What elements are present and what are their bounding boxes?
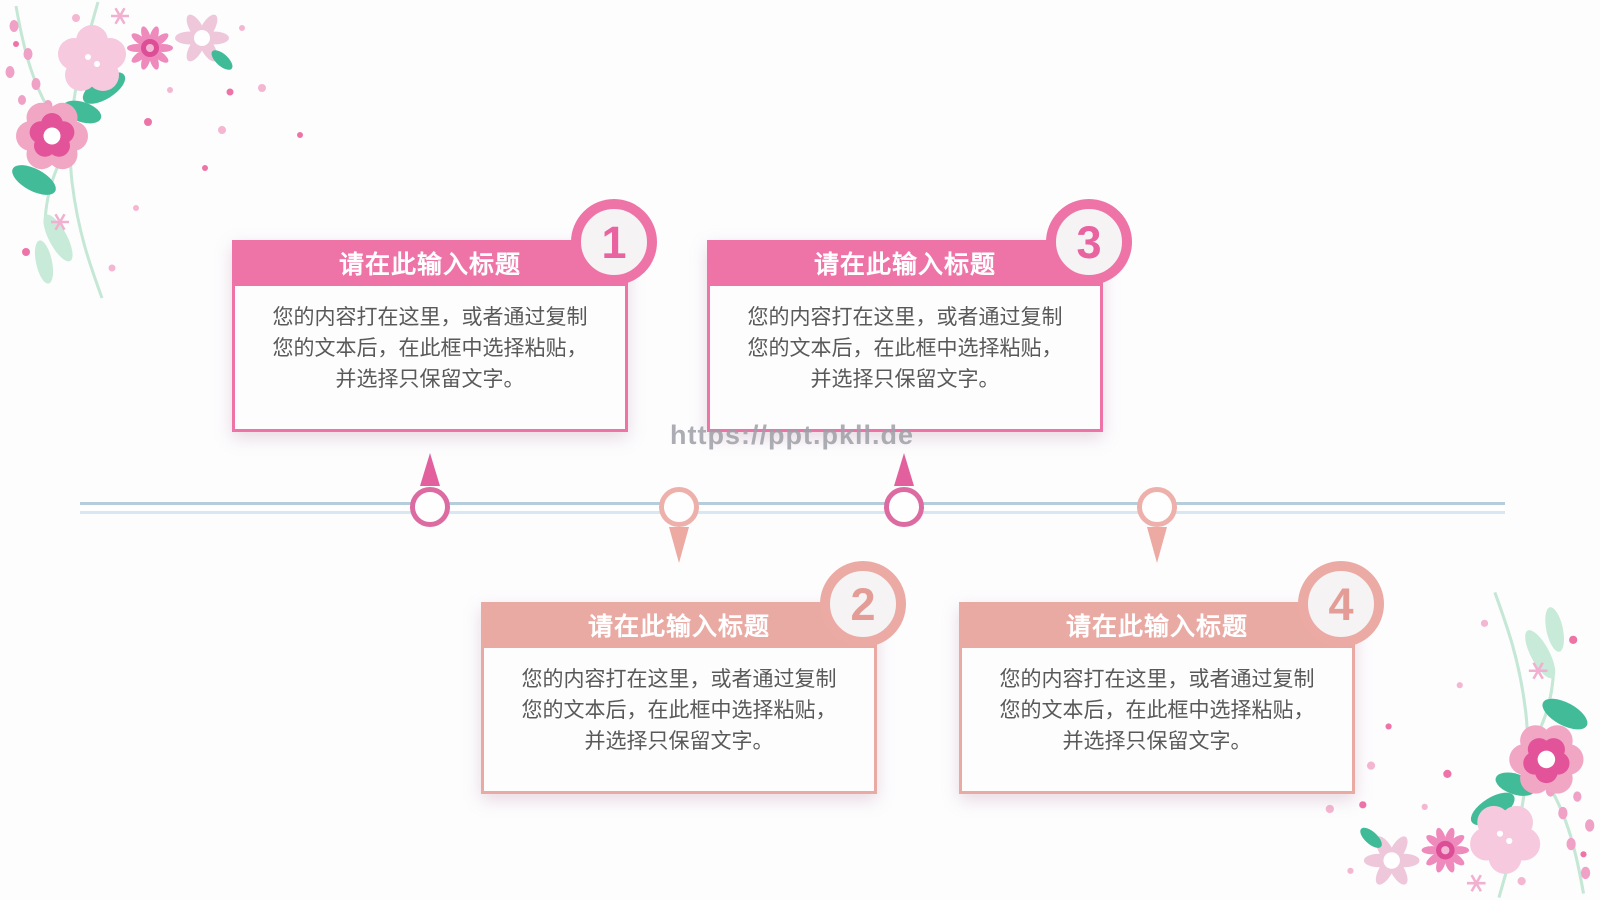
card-2-number: 2: [850, 578, 876, 630]
card-4-number-badge: 4: [1298, 561, 1384, 647]
card-4-title: 请在此输入标题: [1065, 613, 1248, 641]
card-4-title-bar[interactable]: 请在此输入标题: [959, 602, 1355, 648]
card-3-body-line-3: 并选择只保留文字。: [810, 368, 1000, 391]
card-3-number-badge: 3: [1046, 199, 1132, 285]
card-3-body[interactable]: 您的内容打在这里，或者通过复制 您的文本后，在此框中选择粘贴， 并选择只保留文字…: [710, 286, 1100, 395]
card-2-number-badge: 2: [820, 561, 906, 647]
card-1-body-line-3: 并选择只保留文字。: [335, 368, 525, 391]
timeline-down-arrow-icon: [1147, 527, 1167, 563]
card-4-body-line-1: 您的内容打在这里，或者通过复制: [999, 668, 1315, 691]
timeline-up-arrow-icon: [894, 453, 914, 486]
timeline-card-1: 请在此输入标题 您的内容打在这里，或者通过复制 您的文本后，在此框中选择粘贴， …: [232, 199, 657, 432]
card-1-number: 1: [601, 216, 627, 268]
card-2-body-line-2: 您的文本后，在此框中选择粘贴，: [521, 699, 837, 722]
card-1-title: 请在此输入标题: [338, 251, 521, 279]
timeline-line: [80, 502, 1505, 514]
timeline-node-3: [884, 487, 924, 527]
card-2-body-line-1: 您的内容打在这里，或者通过复制: [521, 668, 837, 691]
card-1-number-badge: 1: [571, 199, 657, 285]
timeline-node-1: [410, 487, 450, 527]
card-1-body-line-2: 您的文本后，在此框中选择粘贴，: [272, 337, 588, 360]
card-1-title-bar[interactable]: 请在此输入标题: [232, 240, 628, 286]
card-3-title: 请在此输入标题: [813, 251, 996, 279]
card-2-body[interactable]: 您的内容打在这里，或者通过复制 您的文本后，在此框中选择粘贴， 并选择只保留文字…: [484, 648, 874, 757]
timeline-card-2: 请在此输入标题 您的内容打在这里，或者通过复制 您的文本后，在此框中选择粘贴， …: [481, 561, 906, 794]
card-3-body-line-1: 您的内容打在这里，或者通过复制: [747, 306, 1063, 329]
timeline-card-3: 请在此输入标题 您的内容打在这里，或者通过复制 您的文本后，在此框中选择粘贴， …: [707, 199, 1132, 432]
timeline-card-4: 请在此输入标题 您的内容打在这里，或者通过复制 您的文本后，在此框中选择粘贴， …: [959, 561, 1384, 794]
timeline-up-arrow-icon: [420, 453, 440, 486]
watermark-url: https://ppt.pkll.de: [670, 420, 914, 450]
timeline-node-4: [1137, 487, 1177, 527]
card-1-body-line-1: 您的内容打在这里，或者通过复制: [272, 306, 588, 329]
card-2-title: 请在此输入标题: [587, 613, 770, 641]
card-4-body-line-3: 并选择只保留文字。: [1062, 730, 1252, 753]
timeline-node-2: [659, 487, 699, 527]
card-2-title-bar[interactable]: 请在此输入标题: [481, 602, 877, 648]
card-1-body[interactable]: 您的内容打在这里，或者通过复制 您的文本后，在此框中选择粘贴， 并选择只保留文字…: [235, 286, 625, 395]
card-4-body[interactable]: 您的内容打在这里，或者通过复制 您的文本后，在此框中选择粘贴， 并选择只保留文字…: [962, 648, 1352, 757]
card-2-body-line-3: 并选择只保留文字。: [584, 730, 774, 753]
card-3-number: 3: [1076, 216, 1102, 268]
timeline-down-arrow-icon: [669, 527, 689, 563]
card-3-title-bar[interactable]: 请在此输入标题: [707, 240, 1103, 286]
card-4-body-line-2: 您的文本后，在此框中选择粘贴，: [999, 699, 1315, 722]
card-4-number: 4: [1328, 578, 1354, 630]
card-3-body-line-2: 您的文本后，在此框中选择粘贴，: [747, 337, 1063, 360]
